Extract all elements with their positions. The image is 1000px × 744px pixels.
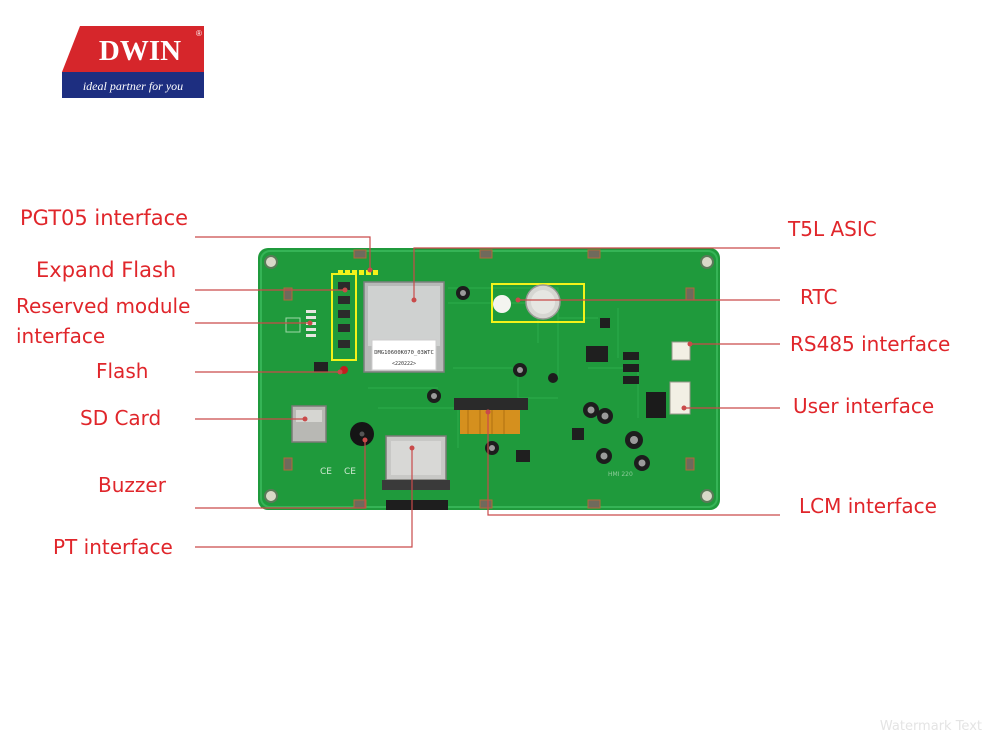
- label-pgt05-interface: PGT05 interface: [20, 206, 189, 230]
- logo-registered-mark: ®: [196, 29, 202, 38]
- chip-date-text: <220222>: [392, 361, 416, 367]
- dwin-logo: DWIN ® ideal partner for you: [62, 26, 204, 98]
- watermark-text: Watermark Text: [879, 719, 982, 734]
- label-lcm-interface: LCM interface: [799, 494, 937, 518]
- pcb-code-text: HMI 220: [608, 471, 633, 478]
- label-buzzer: Buzzer: [98, 473, 166, 497]
- label-flash: Flash: [96, 359, 149, 383]
- label-reserved-module-interface: Reserved module interface: [16, 294, 191, 348]
- svg-text:CE: CE: [320, 467, 332, 477]
- label-rtc: RTC: [800, 285, 838, 309]
- chip-model-text: DMG10600K070_03WTC: [374, 350, 434, 356]
- label-user-interface: User interface: [793, 394, 935, 418]
- label-pt-interface: PT interface: [53, 535, 173, 559]
- logo-brand-text: DWIN: [99, 35, 181, 67]
- svg-text:CE: CE: [344, 467, 356, 477]
- label-sd-card: SD Card: [80, 406, 162, 430]
- label-rs485-interface: RS485 interface: [790, 332, 951, 356]
- logo-tagline: ideal partner for you: [83, 79, 183, 93]
- label-expand-flash: Expand Flash: [36, 258, 177, 282]
- pcb-board: DMG10600K070_03WTC <220222>: [258, 248, 720, 510]
- label-t5l-asic: T5L ASIC: [788, 217, 877, 241]
